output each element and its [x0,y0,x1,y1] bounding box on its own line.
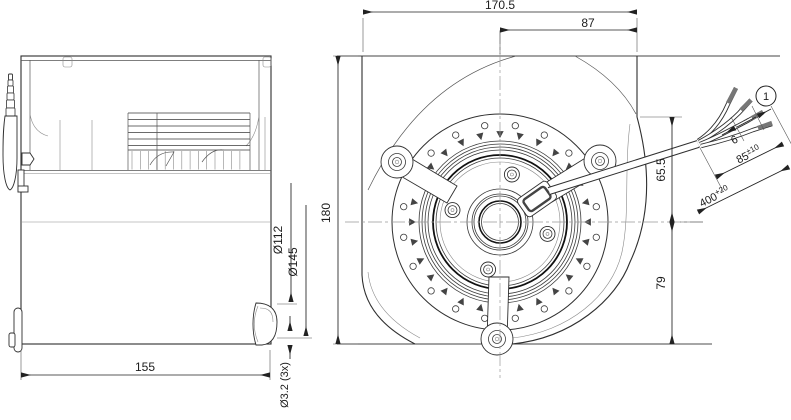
wire-tip-1 [726,86,738,105]
cable-boot [2,115,18,191]
dim-label-height-total: 180 [319,203,333,223]
side-foot-left [13,307,23,353]
mount-lug-top-left [380,145,414,179]
lug-bolts [388,152,609,348]
dim-height-total: 180 [319,55,358,345]
side-housing-outline [20,55,272,345]
blade-profile-detail [149,151,175,167]
dim-inlet-outer: Ø145 [277,205,312,339]
dim-center-to-bottom: 79 [654,221,712,345]
scroll-bottom-left [361,274,416,345]
side-view [2,55,278,353]
dim-width-to-center: 87 [499,16,637,54]
flange-corner-tab-left [62,56,73,68]
mount-lug-bottom [480,322,514,356]
motor-mounting-arms [380,144,617,356]
dim-mounting-hole: Ø3.2 (3x) [279,316,293,408]
dim-label-center-to-bottom: 79 [654,276,668,290]
wire-tip-4 [757,120,773,131]
impeller-tick-ring [409,131,591,313]
dim-label-strip-length: 85±10 [734,142,764,166]
front-view [337,30,780,378]
side-foot-right [252,302,278,346]
dim-label-center-to-top-edge: 65.5 [654,158,668,182]
dim-label-width-total: 170.5 [485,0,515,12]
wire-tip-2 [739,98,753,112]
dim-label-depth-total: 155 [135,360,155,374]
dim-label-width-to-center: 87 [581,16,595,30]
dim-label-cable-length: 400+20 [697,183,732,210]
dim-inlet-inner: Ø112 [271,183,297,305]
dim-label-inlet-outer: Ø145 [286,247,300,277]
balloon-callout-1: 1 [755,85,777,107]
cable-clamp-block [517,180,557,218]
dim-label-mounting-hole: Ø3.2 (3x) [279,362,291,408]
side-cable-strain-relief [2,73,35,193]
flange-corner-tab-right [262,56,272,68]
dim-label-strip-tip: 6 [729,134,740,147]
dim-label-inlet-inner: Ø112 [271,225,285,254]
dim-center-to-top-edge: 65.5 [640,116,682,222]
dim-depth-total: 155 [20,350,271,380]
balloon-callout-label: 1 [763,91,769,103]
impeller-blades-side [128,112,250,170]
motor-screws [444,166,556,278]
cable-clip [21,152,35,166]
dim-width-total: 170.5 [362,0,638,52]
